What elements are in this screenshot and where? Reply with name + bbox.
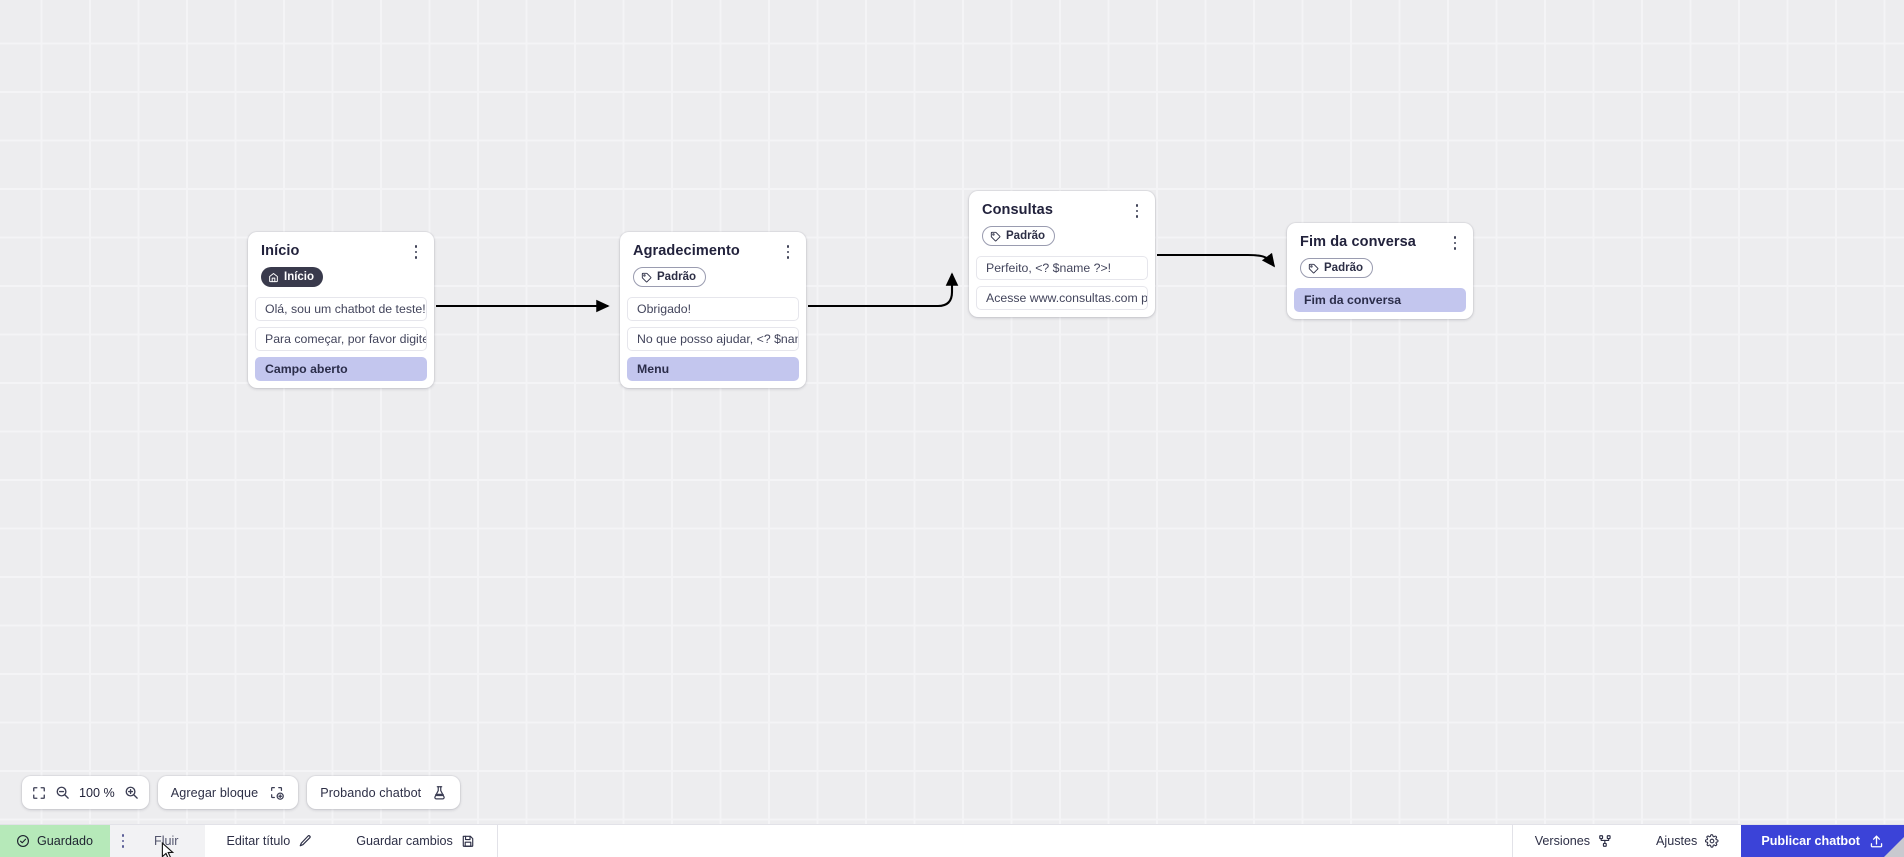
tag-icon: [990, 231, 1001, 242]
node-menu-icon[interactable]: [1446, 233, 1464, 253]
pencil-icon: [298, 834, 312, 848]
upload-icon: [1869, 834, 1884, 849]
node-row-accent[interactable]: Campo aberto: [255, 356, 427, 381]
saved-status-label: Guardado: [37, 834, 94, 848]
node-badge: Padrão: [982, 226, 1055, 246]
node-menu-icon[interactable]: [779, 242, 797, 262]
settings-button[interactable]: Ajustes: [1634, 825, 1741, 857]
flow-connectors: [436, 252, 1276, 313]
fit-screen-icon[interactable]: [32, 786, 46, 800]
node-title: Agradecimento: [633, 243, 740, 259]
node-body: Fim da conversa: [1287, 287, 1473, 319]
node-badge-label: Padrão: [1324, 262, 1363, 274]
add-block-label: Agregar bloque: [170, 785, 259, 800]
zoom-level-value: 100 %: [79, 785, 115, 800]
node-badge-label: Início: [284, 271, 315, 283]
bottom-bar-divider-right: [1511, 825, 1513, 857]
add-block-icon: [269, 785, 285, 801]
save-changes-label: Guardar cambios: [356, 834, 453, 848]
node-body: Olá, sou um chatbot de teste! Para começa…: [248, 296, 434, 388]
node-row[interactable]: Perfeito, <? $name ?>!: [976, 255, 1148, 280]
gear-icon: [1705, 834, 1719, 848]
add-block-button[interactable]: Agregar bloque: [157, 776, 299, 809]
publish-chatbot-button[interactable]: Publicar chatbot: [1741, 825, 1904, 857]
node-row-accent[interactable]: Menu: [627, 356, 799, 381]
node-badge-label: Padrão: [657, 271, 696, 283]
node-title: Consultas: [982, 202, 1053, 218]
node-badge: Padrão: [1300, 258, 1373, 278]
node-body: Perfeito, <? $name ?>! Acesse www.consult…: [969, 255, 1155, 317]
node-menu-icon[interactable]: [407, 242, 425, 262]
edit-title-label: Editar título: [226, 834, 291, 848]
tab-flow[interactable]: Fluir: [136, 825, 205, 857]
zoom-controls-group: 100 %: [22, 776, 149, 809]
tag-icon: [641, 272, 652, 283]
node-badge: Padrão: [633, 267, 706, 287]
zoom-out-icon[interactable]: [55, 785, 70, 800]
test-chatbot-button[interactable]: Probando chatbot: [307, 776, 461, 809]
check-circle-icon: [16, 834, 30, 848]
node-menu-icon[interactable]: [1128, 201, 1146, 221]
edge-consultas-to-fim: [1157, 252, 1276, 268]
settings-label: Ajustes: [1656, 834, 1698, 848]
zoom-in-icon[interactable]: [124, 785, 139, 800]
node-body: Obrigado! No que posso ajudar, <? $name .…: [620, 296, 806, 388]
branch-icon: [1598, 834, 1612, 848]
node-row[interactable]: No que posso ajudar, <? $name ...: [627, 326, 799, 351]
node-row[interactable]: Olá, sou um chatbot de teste!: [255, 296, 427, 321]
home-icon: [268, 272, 279, 283]
node-row[interactable]: Para começar, por favor digite o ...: [255, 326, 427, 351]
vertical-dots-icon[interactable]: [110, 825, 137, 857]
node-row[interactable]: Acesse www.consultas.com par...: [976, 285, 1148, 310]
bottom-bar-divider-left: [496, 825, 498, 857]
tab-flow-label: Fluir: [154, 834, 179, 848]
node-title: Início: [261, 243, 300, 259]
saved-status-badge: Guardado: [0, 825, 111, 857]
versions-label: Versiones: [1534, 834, 1591, 848]
publish-chatbot-label: Publicar chatbot: [1761, 834, 1860, 848]
flask-icon: [432, 785, 447, 801]
edit-title-button[interactable]: Editar título: [205, 825, 335, 857]
node-row[interactable]: Obrigado!: [627, 296, 799, 321]
node-row-accent[interactable]: Fim da conversa: [1294, 287, 1466, 312]
test-chatbot-label: Probando chatbot: [320, 785, 422, 800]
tag-icon: [1308, 263, 1319, 274]
save-changes-button[interactable]: Guardar cambios: [334, 825, 497, 857]
node-badge-label: Padrão: [1006, 230, 1045, 242]
node-badge: Início: [261, 267, 324, 287]
bottom-bar: Guardado Fluir Editar título Guardar cam…: [0, 824, 1904, 857]
canvas-toolbar: 100 % Agregar bloque: [22, 776, 461, 809]
versions-button[interactable]: Versiones: [1513, 825, 1634, 857]
edge-agradecimento-to-consultas: [808, 272, 959, 308]
bottom-bar-spacer: [498, 825, 1512, 857]
node-title: Fim da conversa: [1300, 234, 1416, 250]
save-icon: [461, 834, 475, 848]
